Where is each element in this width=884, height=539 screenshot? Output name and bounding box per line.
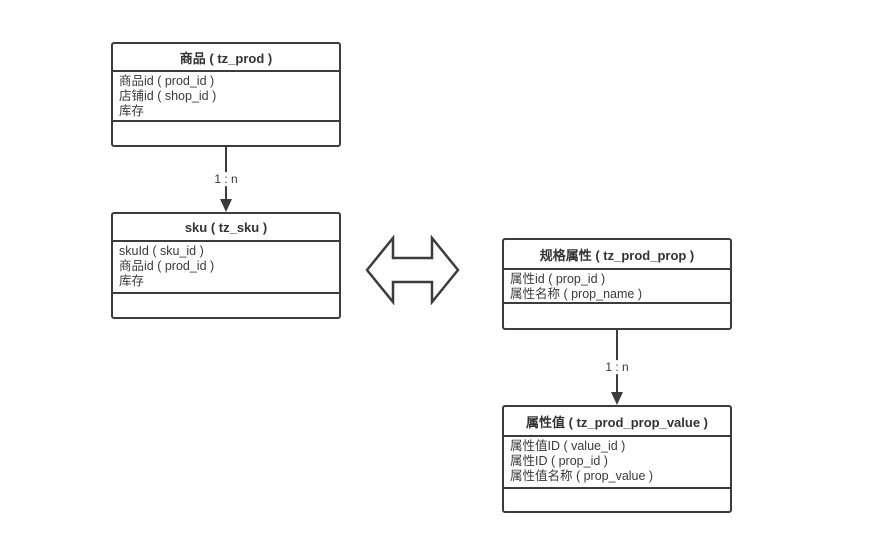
arrowhead-down-icon [220,199,232,212]
entity-title: sku ( tz_sku ) [113,214,339,242]
cardinality-label: 1 : n [211,171,241,186]
connector-prod-sku: 1 : n [206,147,246,212]
entity-field: 商品id ( prod_id ) [119,74,215,88]
entity-field: 库存 [119,104,145,118]
entity-field: 属性ID ( prop_id ) [510,454,608,468]
entity-fields: skuId ( sku_id ) 商品id ( prod_id ) 库存 [113,242,339,294]
entity-table-sku: sku ( tz_sku ) skuId ( sku_id ) 商品id ( p… [111,212,341,319]
entity-fields: 商品id ( prod_id ) 店铺id ( shop_id ) 库存 [113,72,339,122]
entity-field: 属性值ID ( value_id ) [510,439,626,453]
entity-footer [113,294,339,317]
entity-table-prod-prop-value: 属性值 ( tz_prod_prop_value ) 属性值ID ( value… [502,405,732,513]
entity-field: skuId ( sku_id ) [119,244,204,258]
cardinality-label: 1 : n [602,359,632,374]
entity-footer [504,489,730,511]
entity-table-prod: 商品 ( tz_prod ) 商品id ( prod_id ) 店铺id ( s… [111,42,341,147]
entity-fields: 属性id ( prop_id ) 属性名称 ( prop_name ) [504,270,730,304]
entity-table-prod-prop: 规格属性 ( tz_prod_prop ) 属性id ( prop_id ) 属… [502,238,732,330]
entity-field: 属性值名称 ( prop_value ) [510,469,654,483]
entity-title: 规格属性 ( tz_prod_prop ) [504,240,730,270]
entity-title: 属性值 ( tz_prod_prop_value ) [504,407,730,437]
entity-footer [113,122,339,145]
bidirectional-arrow-icon [365,235,460,305]
entity-field: 属性id ( prop_id ) [510,272,606,286]
entity-fields: 属性值ID ( value_id ) 属性ID ( prop_id ) 属性值名… [504,437,730,489]
entity-field: 商品id ( prod_id ) [119,259,215,273]
entity-footer [504,304,730,328]
entity-field: 店铺id ( shop_id ) [119,89,217,103]
connector-prop-propvalue: 1 : n [597,330,637,405]
entity-field: 库存 [119,274,145,288]
entity-field: 属性名称 ( prop_name ) [510,287,642,301]
entity-title: 商品 ( tz_prod ) [113,44,339,72]
arrowhead-down-icon [611,392,623,405]
